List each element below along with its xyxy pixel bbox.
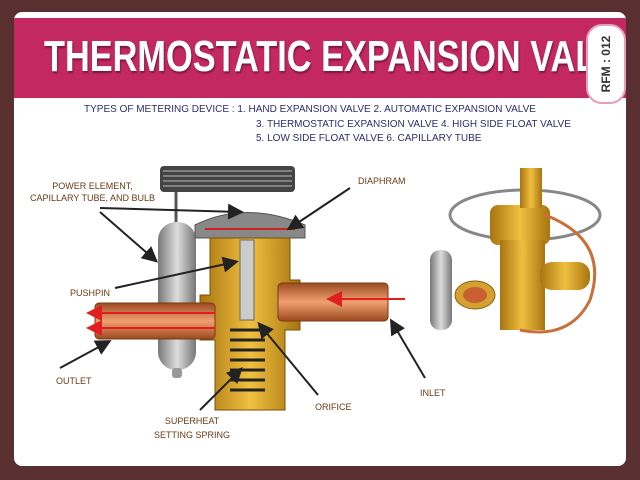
valve-body bbox=[194, 212, 306, 411]
label-power-element-line2: CAPILLARY TUBE, AND BULB bbox=[30, 193, 156, 203]
label-power-element-line1: POWER ELEMENT, bbox=[52, 181, 133, 191]
outlet-pipe bbox=[94, 302, 216, 340]
sensing-bulb bbox=[158, 222, 196, 370]
label-superheat-spring: SUPERHEAT SETTING SPRING bbox=[154, 414, 230, 442]
label-orifice: ORIFICE bbox=[315, 402, 352, 412]
label-spring-line2: SETTING SPRING bbox=[154, 430, 231, 440]
types-line-2: 3. THERMOSTATIC EXPANSION VALVE 4. HIGH … bbox=[256, 119, 571, 130]
inlet-pipe bbox=[277, 282, 389, 322]
types-line-3: 5. LOW SIDE FLOAT VALVE 6. CAPILLARY TUB… bbox=[256, 133, 482, 144]
title-banner: THERMOSTATIC EXPANSION VALVE RFM : 012 bbox=[14, 18, 626, 104]
types-line-1: TYPES OF METERING DEVICE : 1. HAND EXPAN… bbox=[84, 104, 536, 115]
valve-photo bbox=[430, 168, 602, 334]
label-spring-line1: SUPERHEAT bbox=[164, 416, 220, 426]
rfm-badge: RFM : 012 bbox=[586, 24, 626, 104]
label-diaphram: DIAPHRAM bbox=[358, 176, 406, 186]
label-power-element: POWER ELEMENT, CAPILLARY TUBE, AND BULB bbox=[30, 180, 155, 204]
label-outlet: OUTLET bbox=[56, 376, 92, 386]
page-title: THERMOSTATIC EXPANSION VALVE bbox=[44, 32, 626, 81]
label-inlet: INLET bbox=[420, 388, 446, 398]
capillary-coil bbox=[160, 166, 295, 230]
label-pushpin: PUSHPIN bbox=[70, 288, 111, 298]
